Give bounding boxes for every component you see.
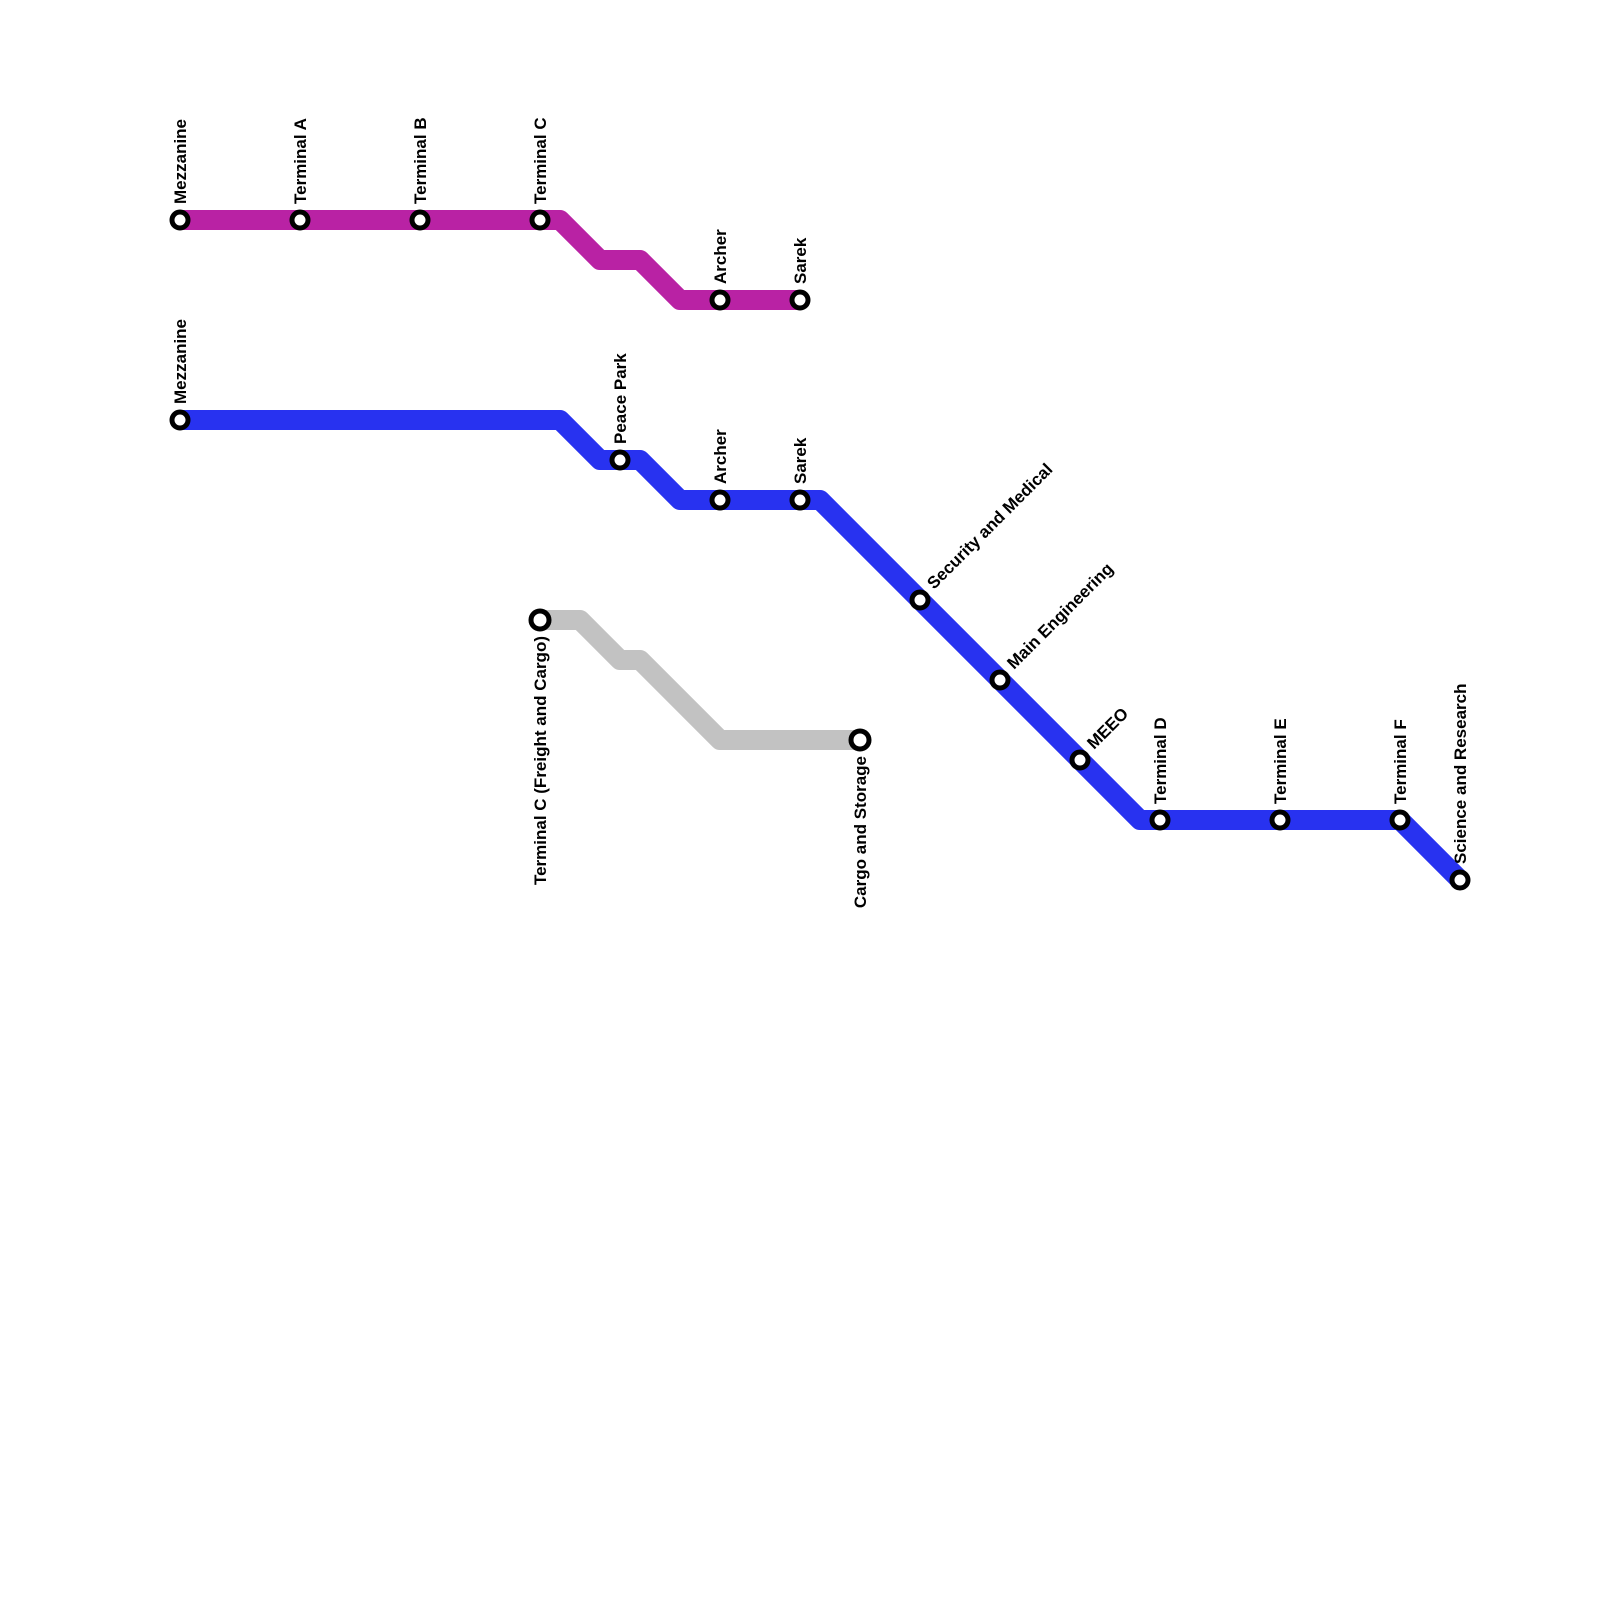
station-blue-peace-park[interactable]: Peace Park <box>609 353 631 471</box>
station-marker <box>1069 749 1091 771</box>
station-blue-terminal-e[interactable]: Terminal E <box>1269 718 1291 831</box>
route-line-blue <box>180 410 1468 888</box>
station-marker <box>409 209 431 231</box>
station-label: Archer <box>711 429 730 484</box>
station-blue-terminal-d[interactable]: Terminal D <box>1149 717 1171 831</box>
station-label: Peace Park <box>611 353 630 444</box>
station-label: Terminal C (Freight and Cargo) <box>531 636 550 885</box>
station-blue-science-and-research[interactable]: Science and Research <box>1449 684 1471 891</box>
station-marker <box>169 409 191 431</box>
station-marker <box>529 209 551 231</box>
station-marker <box>1449 869 1471 891</box>
station-label: Main Engineering <box>1003 559 1117 673</box>
station-marker <box>909 589 931 611</box>
station-blue-sarek[interactable]: Sarek <box>789 437 811 511</box>
station-magenta-archer[interactable]: Archer <box>709 229 731 311</box>
station-marker <box>848 728 872 752</box>
station-blue-meeo[interactable]: MEEO <box>1069 704 1132 771</box>
station-label: Sarek <box>791 437 810 484</box>
station-marker <box>789 289 811 311</box>
station-label: Archer <box>711 229 730 284</box>
station-marker <box>169 209 191 231</box>
station-blue-mezzanine[interactable]: Mezzanine <box>169 319 191 431</box>
station-label: Terminal A <box>291 118 310 204</box>
station-label: Terminal E <box>1271 718 1290 804</box>
station-marker <box>709 289 731 311</box>
station-marker <box>528 608 552 632</box>
station-label: Terminal B <box>411 117 430 204</box>
station-marker <box>1269 809 1291 831</box>
station-magenta-terminal-b[interactable]: Terminal B <box>409 117 431 231</box>
station-label: Terminal F <box>1391 719 1410 804</box>
station-label: Security and Medical <box>923 460 1056 593</box>
station-marker <box>1389 809 1411 831</box>
station-marker <box>709 489 731 511</box>
station-blue-archer[interactable]: Archer <box>709 429 731 511</box>
route-line-gray <box>540 610 860 750</box>
station-gray-terminal-c-freight-and-cargo[interactable]: Terminal C (Freight and Cargo) <box>528 608 552 885</box>
station-label: Sarek <box>791 237 810 284</box>
station-blue-terminal-f[interactable]: Terminal F <box>1389 719 1411 831</box>
station-blue-security-and-medical[interactable]: Security and Medical <box>909 460 1056 611</box>
station-magenta-terminal-a[interactable]: Terminal A <box>289 118 311 231</box>
station-label: Terminal C <box>531 117 550 204</box>
station-label: MEEO <box>1083 704 1132 753</box>
station-label: Cargo and Storage <box>851 756 870 908</box>
station-blue-main-engineering[interactable]: Main Engineering <box>989 559 1117 691</box>
station-magenta-mezzanine[interactable]: Mezzanine <box>169 119 191 231</box>
station-magenta-terminal-c[interactable]: Terminal C <box>529 117 551 231</box>
station-label: Mezzanine <box>171 119 190 204</box>
station-magenta-sarek[interactable]: Sarek <box>789 237 811 311</box>
station-label: Terminal D <box>1151 717 1170 804</box>
station-marker <box>1149 809 1171 831</box>
station-marker <box>789 489 811 511</box>
route-line-magenta <box>180 210 800 310</box>
station-label: Mezzanine <box>171 319 190 404</box>
station-gray-cargo-and-storage[interactable]: Cargo and Storage <box>848 728 872 908</box>
station-marker <box>289 209 311 231</box>
station-label: Science and Research <box>1451 684 1470 864</box>
station-marker <box>989 669 1011 691</box>
station-marker <box>609 449 631 471</box>
